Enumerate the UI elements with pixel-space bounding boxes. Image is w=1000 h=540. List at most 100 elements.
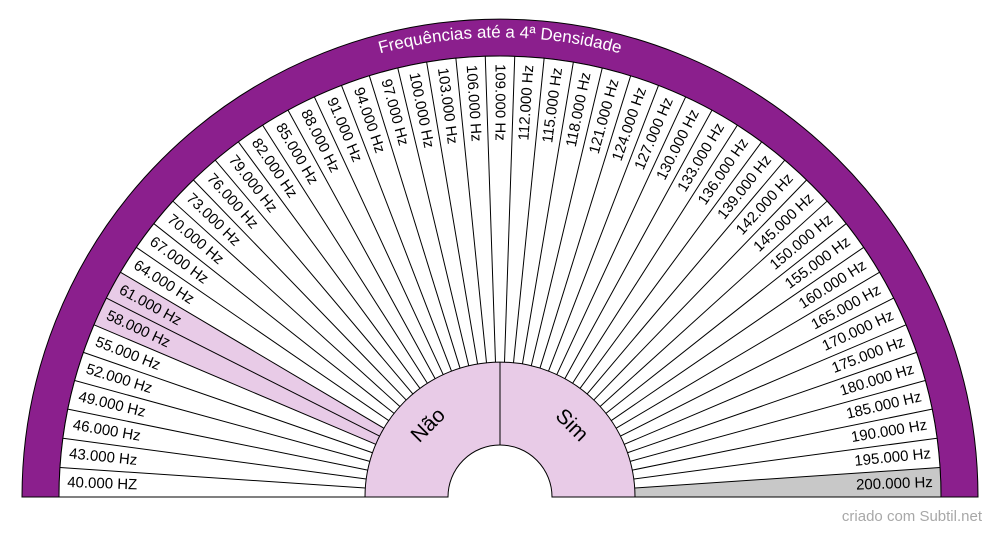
sector-label: 200.000 Hz	[856, 474, 933, 494]
sector-wedge[interactable]	[314, 85, 452, 375]
sector-wedge[interactable]	[238, 125, 428, 389]
sector-wedge[interactable]	[62, 409, 368, 480]
divider-line	[153, 223, 395, 414]
divider-line	[572, 125, 738, 384]
sector-wedge[interactable]	[153, 201, 400, 414]
divider-line	[634, 467, 941, 489]
divider-line	[120, 271, 385, 429]
divider-line	[513, 58, 545, 363]
sector-wedge[interactable]	[632, 409, 938, 480]
divider-line	[586, 159, 786, 395]
divider-line	[556, 96, 687, 375]
sector-wedge[interactable]	[564, 110, 738, 384]
divider-line	[633, 437, 938, 480]
sector-wedge[interactable]	[341, 75, 461, 372]
sector-wedge[interactable]	[83, 324, 376, 453]
divider-line	[238, 141, 421, 389]
sector-wedge[interactable]	[504, 56, 545, 363]
divider-line	[624, 324, 907, 445]
sector-wedge[interactable]	[215, 141, 420, 394]
divider-line	[172, 200, 401, 407]
sector-wedge[interactable]	[522, 62, 603, 366]
divider-line	[262, 125, 428, 384]
sector-wedge[interactable]	[193, 160, 413, 400]
sector-wedge[interactable]	[485, 55, 515, 363]
sector-wedge[interactable]	[627, 352, 926, 462]
divider-line	[484, 56, 496, 363]
sector-wedge[interactable]	[611, 247, 880, 429]
divider-line	[136, 247, 389, 422]
sector-wedge[interactable]	[605, 223, 864, 421]
divider-line	[611, 247, 864, 422]
divider-line	[67, 408, 368, 471]
divider-line	[62, 437, 367, 480]
sector-group	[59, 55, 941, 497]
divider-line	[83, 351, 373, 454]
divider-line	[599, 200, 828, 407]
divider-line	[287, 110, 436, 379]
sector-wedge[interactable]	[59, 438, 367, 488]
divider-line	[564, 110, 713, 379]
sector-wedge[interactable]	[288, 96, 444, 379]
sector-wedge[interactable]	[369, 68, 469, 369]
divider-line	[368, 75, 461, 369]
sector-wedge[interactable]	[630, 380, 933, 471]
divider-line	[59, 467, 366, 489]
inner-rim-outline	[58, 55, 942, 498]
sector-wedge[interactable]	[548, 85, 686, 375]
sector-wedge[interactable]	[634, 467, 941, 497]
divider-line	[455, 58, 487, 363]
divider-line	[615, 271, 880, 429]
divider-line	[521, 62, 574, 364]
sector-wedge[interactable]	[426, 58, 487, 364]
sector-wedge[interactable]	[67, 380, 370, 471]
sector-wedge[interactable]	[59, 467, 366, 497]
divider-line	[630, 380, 926, 462]
sector-label: 40.000 HZ	[67, 474, 138, 493]
divider-line	[627, 351, 917, 454]
sector-wedge[interactable]	[74, 352, 373, 462]
sector-wedge[interactable]	[624, 324, 917, 453]
divider-line	[313, 96, 444, 375]
divider-line	[530, 67, 603, 366]
sector-wedge[interactable]	[593, 179, 828, 407]
sector-wedge[interactable]	[580, 141, 785, 394]
sector-wedge[interactable]	[93, 298, 380, 445]
sector-wedge[interactable]	[616, 272, 894, 437]
divider-line	[579, 141, 762, 389]
sector-wedge[interactable]	[600, 201, 847, 414]
sector-wedge[interactable]	[587, 160, 807, 400]
sector-wedge[interactable]	[572, 125, 762, 389]
sector-wedge[interactable]	[620, 298, 907, 445]
sector-wedge[interactable]	[455, 56, 496, 363]
sector-wedge[interactable]	[106, 272, 384, 437]
divider-line	[548, 85, 659, 372]
sector-wedge[interactable]	[556, 96, 712, 379]
sector-wedge[interactable]	[539, 75, 659, 372]
sector-wedge[interactable]	[120, 247, 389, 429]
divider-line	[397, 67, 470, 366]
sector-wedge[interactable]	[262, 110, 436, 384]
divider-line	[74, 380, 370, 462]
divider-line	[593, 179, 807, 401]
sector-wedge[interactable]	[513, 58, 574, 364]
sector-wedge[interactable]	[172, 179, 407, 407]
divider-line	[504, 56, 516, 363]
divider-line	[341, 85, 452, 372]
sector-wedge[interactable]	[531, 68, 631, 369]
divider-line	[539, 75, 632, 369]
credit-text: criado com Subtil.net	[841, 508, 982, 525]
sector-label: 109.000 Hz	[492, 64, 509, 141]
sector-wedge[interactable]	[397, 62, 478, 366]
divider-line	[620, 297, 894, 437]
divider-line	[106, 297, 380, 437]
divider-line	[93, 324, 376, 445]
sector-label: 43.000 Hz	[68, 445, 138, 469]
divider-line	[214, 159, 414, 395]
divider-line	[632, 408, 933, 471]
sector-wedge[interactable]	[136, 223, 395, 421]
divider-lines	[58, 55, 942, 498]
sector-wedge[interactable]	[633, 438, 941, 488]
